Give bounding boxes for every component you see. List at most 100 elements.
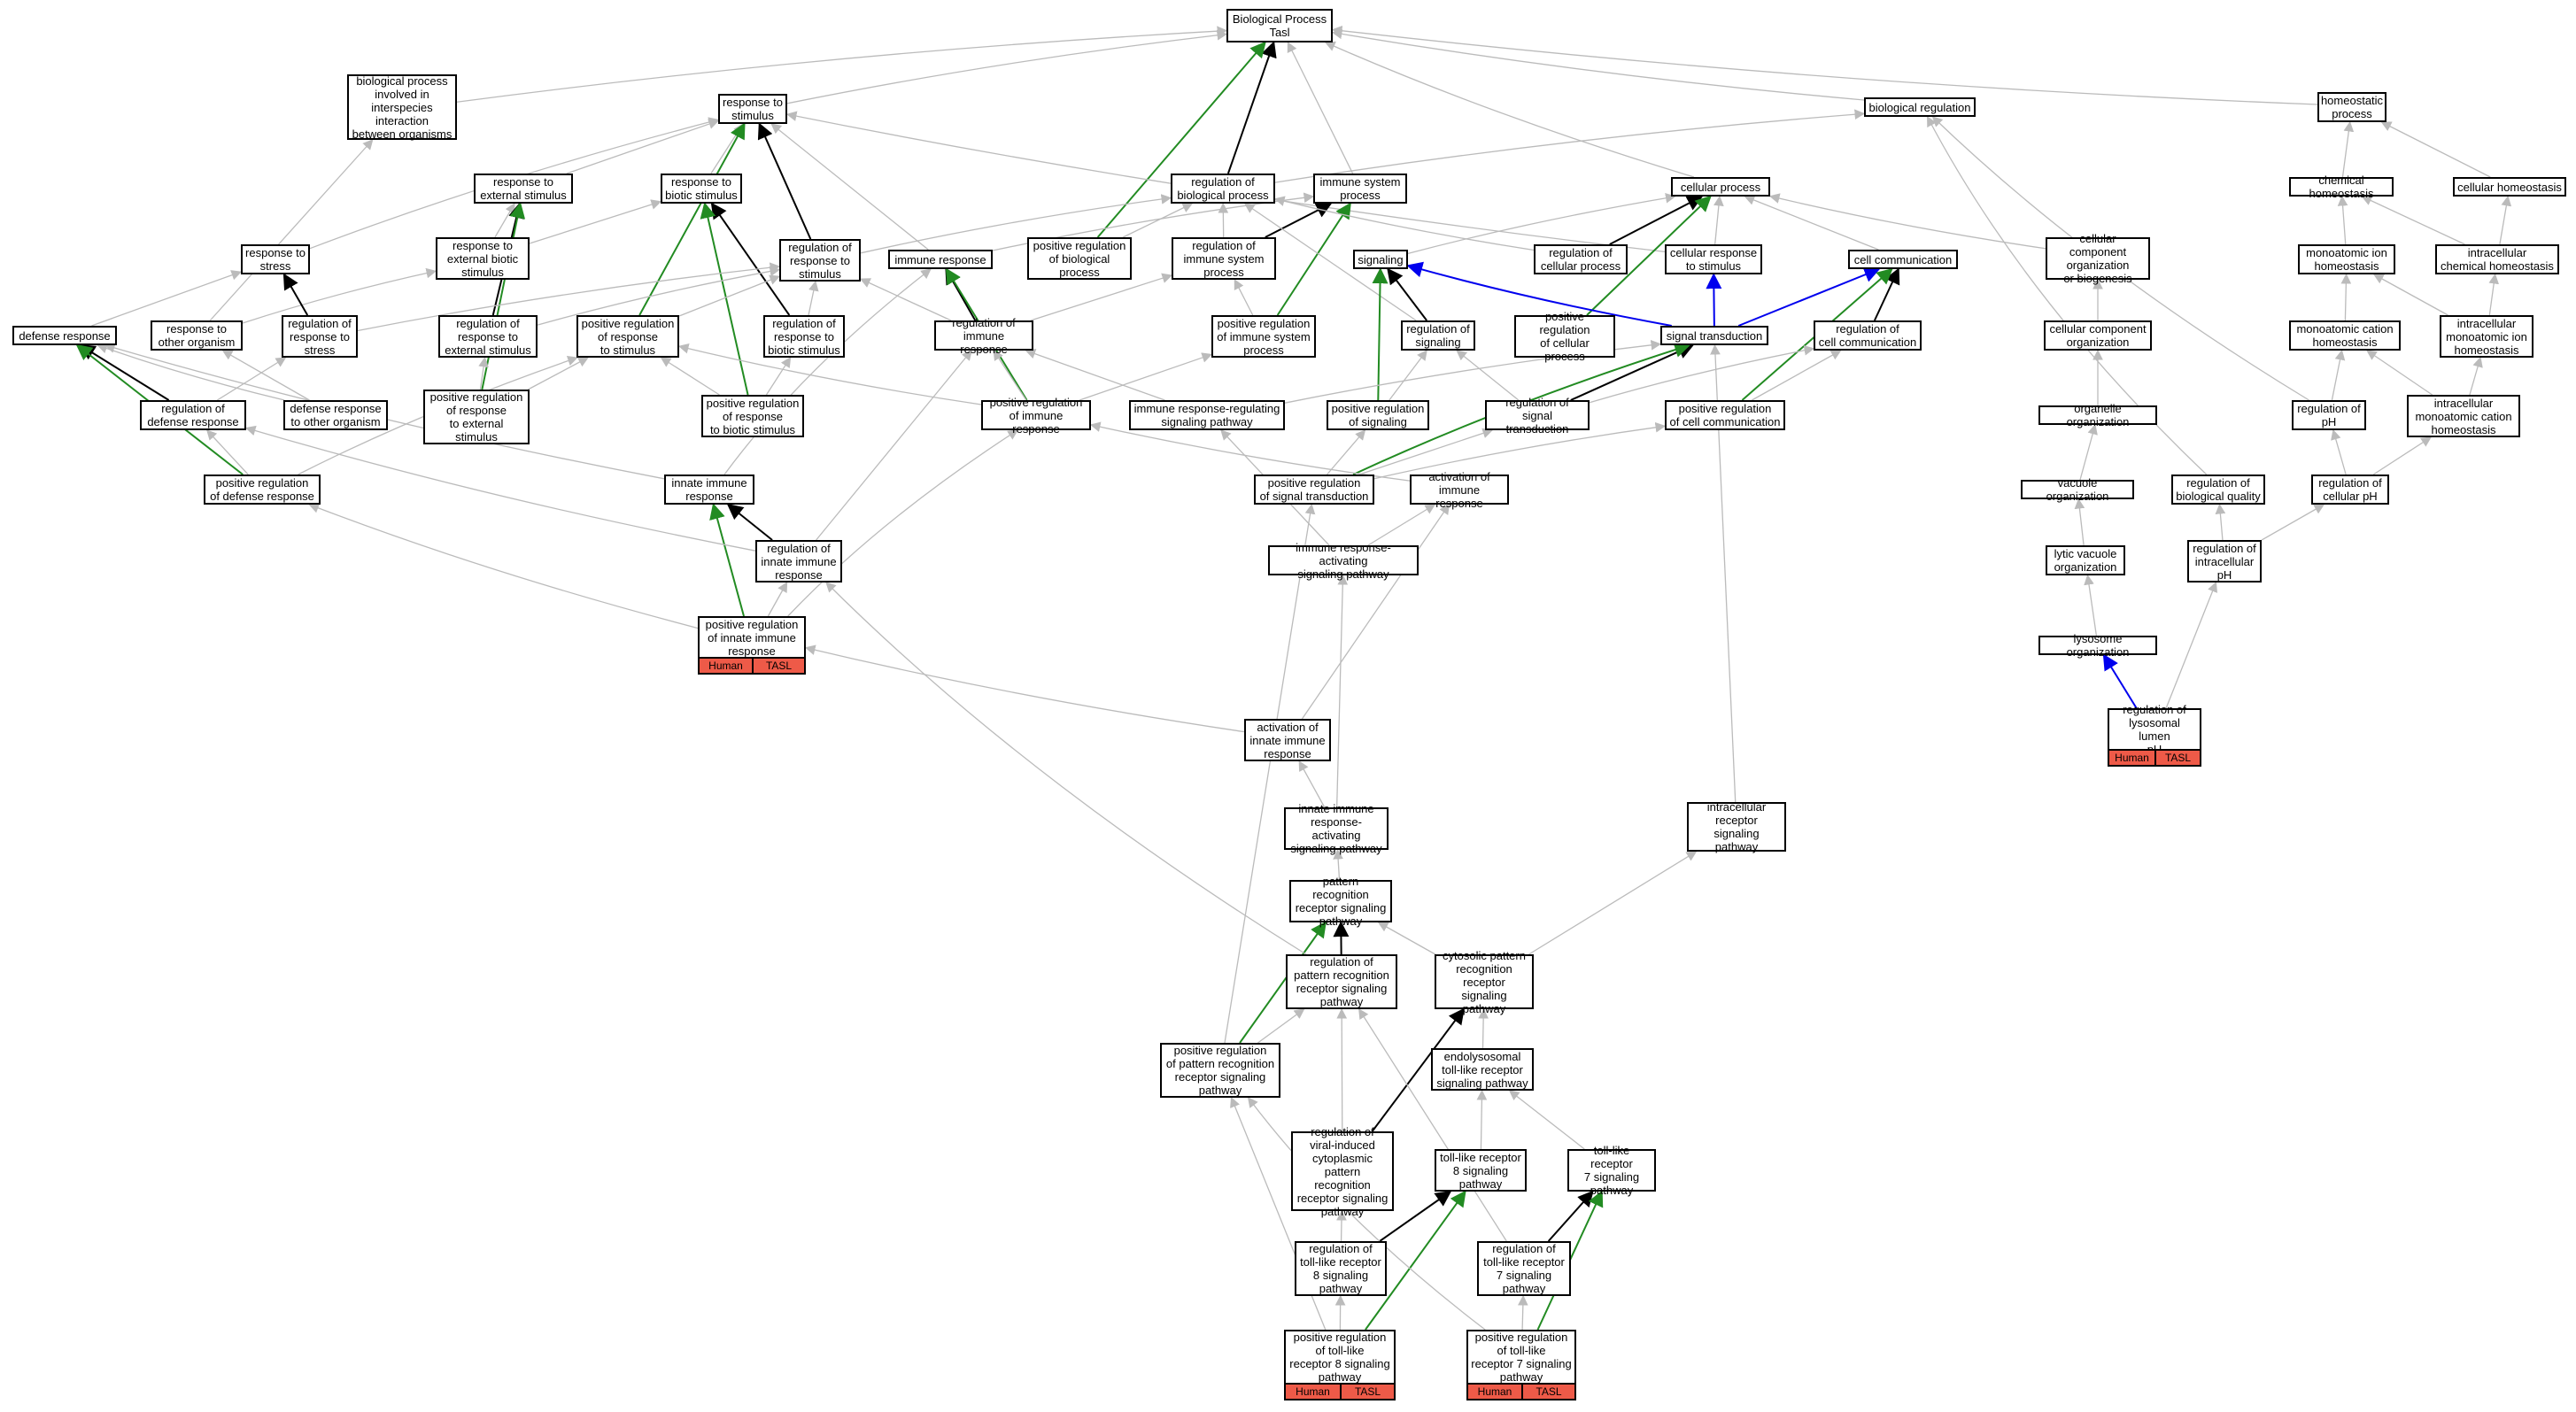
node-posregcellproc[interactable]: positive regulation of cellular process	[1514, 310, 1615, 363]
node-regsig[interactable]: regulation of signaling	[1401, 320, 1475, 351]
node-vacorg[interactable]: vacuole organization	[2021, 476, 2134, 503]
node-actimresp[interactable]: activation of immune response	[1410, 470, 1509, 510]
node-intramonocat[interactable]: intracellular monoatomic cation homeosta…	[2407, 395, 2520, 437]
node-cellcomm[interactable]: cell communication	[1848, 250, 1958, 269]
node-rbio[interactable]: response to biotic stimulus	[661, 174, 742, 204]
node-imresp[interactable]: immune response	[888, 250, 993, 269]
node-reginnate[interactable]: regulation of innate immune response	[755, 540, 842, 583]
node-homeo[interactable]: homeostatic process	[2317, 92, 2386, 122]
edge-is-a	[209, 139, 374, 321]
node-innate[interactable]: innate immune response	[664, 475, 754, 505]
node-regrext[interactable]: regulation of response to external stimu…	[438, 315, 538, 358]
node-posregimresp[interactable]: positive regulation of immune response	[981, 396, 1091, 436]
node-actinnate[interactable]: activation of innate immune response	[1244, 719, 1331, 761]
edge-is-a	[216, 357, 287, 401]
edge-is-a	[808, 280, 819, 316]
node-monocat[interactable]: monoatomic cation homeostasis	[2289, 320, 2401, 351]
node-intrachem[interactable]: intracellular chemical homeostasis	[2435, 244, 2559, 274]
node-posregprr[interactable]: positive regulation of pattern recogniti…	[1160, 1043, 1280, 1098]
node-regrbio[interactable]: regulation of response to biotic stimulu…	[763, 315, 845, 358]
node-rother[interactable]: response to other organism	[151, 320, 243, 351]
node-ccorg[interactable]: cellular component organization	[2044, 320, 2152, 351]
edge-is-a	[1274, 109, 1866, 183]
node-rstim[interactable]: response to stimulus	[718, 94, 787, 124]
node-defother[interactable]: defense response to other organism	[283, 400, 388, 430]
node-posregimsys[interactable]: positive regulation of immune system pro…	[1211, 315, 1316, 358]
node-regsigtrans[interactable]: regulation of signal transduction	[1485, 396, 1590, 436]
node-bpi[interactable]: biological process involved in interspec…	[347, 74, 457, 141]
node-regviral[interactable]: regulation of viral-induced cytoplasmic …	[1291, 1125, 1394, 1218]
node-regph[interactable]: regulation of pH	[2292, 400, 2366, 430]
node-orgorg[interactable]: organelle organization	[2038, 402, 2157, 428]
node-posregrext[interactable]: positive regulation of response to exter…	[423, 390, 530, 444]
node-tlr7[interactable]: toll-like receptor 7 signaling pathway	[1567, 1144, 1656, 1197]
node-regcellph[interactable]: regulation of cellular pH	[2311, 475, 2389, 505]
edge-is-a	[765, 357, 792, 396]
node-posregsigtrans[interactable]: positive regulation of signal transducti…	[1254, 475, 1374, 505]
node-cytoprr[interactable]: cytosolic pattern recognition receptor s…	[1435, 949, 1534, 1015]
node-posregtlr8[interactable]: positive regulation of toll-like recepto…	[1284, 1330, 1396, 1385]
node-rstress[interactable]: response to stress	[241, 244, 310, 274]
node-signaling[interactable]: signaling	[1353, 250, 1408, 269]
node-innatesig[interactable]: innate immune response-activating signal…	[1284, 802, 1389, 855]
node-posreginnate[interactable]: positive regulation of innate immune res…	[698, 616, 806, 659]
node-chemhom[interactable]: chemical homeostasis	[2289, 174, 2394, 200]
node-rext[interactable]: response to external stimulus	[474, 174, 573, 204]
node-reglysph[interactable]: regulation of lysosomal lumen pH	[2108, 703, 2201, 756]
node-imrespreg[interactable]: immune response-regulating signaling pat…	[1129, 400, 1285, 430]
node-posregrstim[interactable]: positive regulation of response to stimu…	[576, 315, 679, 358]
node-regcellcomm[interactable]: regulation of cell communication	[1814, 320, 1922, 351]
node-lysorg[interactable]: lysosome organization	[2038, 632, 2157, 659]
node-regtlr8[interactable]: regulation of toll-like receptor 8 signa…	[1295, 1241, 1387, 1296]
node-regbioq[interactable]: regulation of biological quality	[2171, 475, 2265, 505]
node-sigtrans[interactable]: signal transduction	[1660, 326, 1768, 345]
node-intrarec[interactable]: intracellular receptor signaling pathway	[1687, 800, 1786, 853]
node-regdef[interactable]: regulation of defense response	[140, 400, 246, 430]
node-regtlr7[interactable]: regulation of toll-like receptor 7 signa…	[1477, 1241, 1571, 1296]
edge-is-a	[2380, 121, 2491, 178]
node-posregdef[interactable]: positive regulation of defense response	[204, 475, 321, 505]
node-regrstress[interactable]: regulation of response to stress	[282, 315, 358, 358]
edge-is-a	[1298, 760, 1326, 808]
edge-is-a	[1358, 428, 1494, 475]
node-bp[interactable]: Biological Process Tasl	[1226, 9, 1333, 42]
edge-positively-regulates	[700, 202, 749, 396]
node-breg[interactable]: biological regulation	[1864, 97, 1976, 117]
edge-is-a	[804, 644, 1245, 733]
edge-is-a	[1407, 192, 1676, 255]
node-posregtlr7[interactable]: positive regulation of toll-like recepto…	[1466, 1330, 1576, 1385]
node-imsys[interactable]: immune system process	[1313, 174, 1407, 204]
node-intramono[interactable]: intracellular monoatomic ion homeostasis	[2440, 315, 2533, 358]
edge-is-a	[2469, 356, 2483, 396]
edge-is-a	[1301, 504, 1450, 720]
node-imrespact[interactable]: immune response-activating signaling pat…	[1268, 541, 1419, 581]
node-regimresp[interactable]: regulation of immune response	[934, 316, 1033, 356]
node-endotlr[interactable]: endolysosomal toll-like receptor signali…	[1431, 1048, 1534, 1091]
node-posregrbio[interactable]: positive regulation of response to bioti…	[701, 395, 804, 437]
node-tlr8[interactable]: toll-like receptor 8 signaling pathway	[1435, 1149, 1527, 1192]
node-prr[interactable]: pattern recognition receptor signaling p…	[1289, 875, 1392, 928]
edge-positively-regulates	[1096, 41, 1266, 238]
node-posregsig[interactable]: positive regulation of signaling	[1327, 400, 1429, 430]
edge-is-a	[1518, 1294, 1528, 1331]
node-posregbp[interactable]: positive regulation of biological proces…	[1027, 237, 1132, 280]
edge-is-a	[527, 357, 589, 390]
node-ccorgbio[interactable]: cellular component organization or bioge…	[2046, 232, 2150, 285]
node-regrstim[interactable]: regulation of response to stimulus	[779, 239, 861, 282]
node-cellrstim[interactable]: cellular response to stimulus	[1665, 244, 1762, 274]
edge-positively-regulates	[1372, 267, 1389, 401]
node-lytvac[interactable]: lytic vacuole organization	[2046, 545, 2125, 575]
node-cellhom[interactable]: cellular homeostasis	[2453, 177, 2566, 197]
node-posregcellcomm[interactable]: positive regulation of cell communicatio…	[1665, 400, 1785, 430]
node-defresp[interactable]: defense response	[12, 326, 117, 345]
edge-regulates	[1737, 266, 1881, 327]
node-regintraph[interactable]: regulation of intracellular pH	[2187, 540, 2262, 583]
node-monoion[interactable]: monoatomic ion homeostasis	[2298, 244, 2395, 274]
node-cellproc[interactable]: cellular process	[1671, 177, 1770, 197]
node-regcellproc[interactable]: regulation of cellular process	[1534, 244, 1628, 274]
edge-is-a	[1744, 195, 1879, 251]
node-regprr[interactable]: regulation of pattern recognition recept…	[1286, 954, 1397, 1009]
node-rextbio[interactable]: response to external biotic stimulus	[436, 237, 530, 280]
node-regimsys[interactable]: regulation of immune system process	[1172, 237, 1276, 280]
node-regbp[interactable]: regulation of biological process	[1171, 174, 1275, 204]
